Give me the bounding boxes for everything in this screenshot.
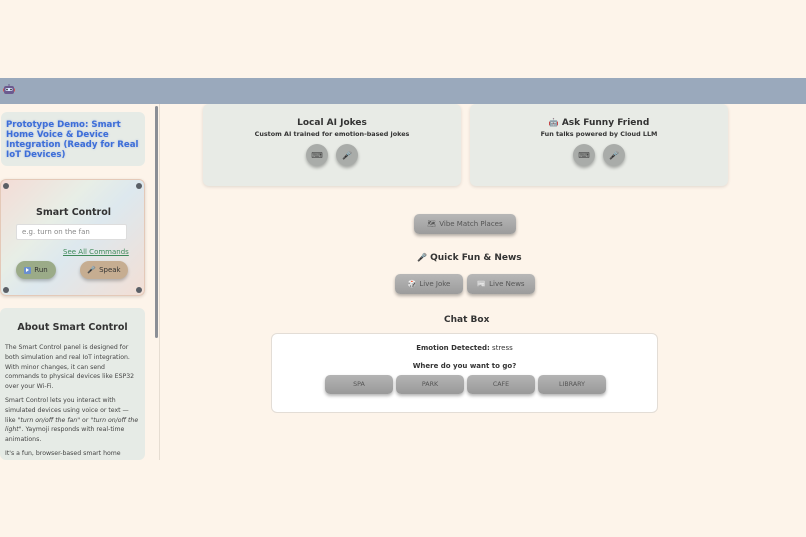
card-subtitle: Fun talks powered by Cloud LLM	[540, 130, 658, 138]
about-title: About Smart Control	[17, 322, 128, 333]
card-title: Local AI Jokes	[297, 118, 367, 128]
card-title: 🤖 Ask Funny Friend	[548, 118, 650, 128]
corner-dot	[136, 183, 142, 189]
keyboard-icon: ⌨	[578, 150, 590, 160]
keyboard-button[interactable]: ⌨	[573, 144, 595, 166]
command-input[interactable]	[16, 224, 127, 240]
corner-dot	[136, 287, 142, 293]
place-button-library[interactable]: LIBRARY	[538, 375, 606, 394]
place-button-cafe[interactable]: CAFE	[467, 375, 535, 394]
robot-face-icon[interactable]	[2, 83, 16, 97]
chat-box: Emotion Detected: stress Where do you wa…	[271, 333, 658, 413]
about-panel: About Smart Control The Smart Control pa…	[0, 308, 145, 460]
about-paragraph: The Smart Control panel is designed for …	[5, 344, 135, 391]
mic-button[interactable]: 🎤	[336, 144, 358, 166]
play-icon	[24, 266, 32, 274]
emotion-value: stress	[492, 344, 513, 352]
microphone-icon: 🎤	[417, 253, 427, 262]
newspaper-icon: 📰	[477, 280, 487, 288]
sidebar: Prototype Demo: Smart Home Voice & Devic…	[0, 104, 160, 460]
run-label: Run	[34, 266, 48, 274]
run-button[interactable]: Run	[16, 261, 56, 279]
top-bar	[0, 78, 806, 104]
vibe-match-places-button[interactable]: 🗺 Vibe Match Places	[414, 214, 516, 234]
keyboard-icon: ⌨	[311, 150, 323, 160]
map-icon: 🗺	[427, 220, 437, 228]
microphone-icon: 🎤	[609, 150, 619, 160]
corner-dot	[3, 287, 9, 293]
live-news-button[interactable]: 📰 Live News	[467, 274, 535, 294]
speak-button[interactable]: 🎤 Speak	[80, 261, 128, 279]
place-button-spa[interactable]: SPA	[325, 375, 393, 394]
local-ai-jokes-card: Local AI Jokes Custom AI trained for emo…	[203, 104, 461, 186]
smart-control-title: Smart Control	[36, 207, 111, 218]
quick-fun-title: 🎤 Quick Fun & News	[417, 253, 522, 263]
promo-text: Prototype Demo: Smart Home Voice & Devic…	[6, 120, 139, 160]
see-all-commands-link[interactable]: See All Commands	[63, 248, 129, 256]
emotion-detected: Emotion Detected: stress	[416, 344, 513, 352]
live-joke-button[interactable]: 🎲 Live Joke	[395, 274, 463, 294]
dice-icon: 🎲	[407, 280, 417, 288]
sidebar-scrollbar[interactable]	[155, 106, 158, 338]
microphone-icon: 🎤	[87, 266, 97, 274]
microphone-icon: 🎤	[342, 150, 352, 160]
speak-label: Speak	[99, 266, 121, 274]
robot-face-icon: 🤖	[548, 118, 559, 127]
place-button-park[interactable]: PARK	[396, 375, 464, 394]
keyboard-button[interactable]: ⌨	[306, 144, 328, 166]
chat-box-title: Chat Box	[444, 315, 490, 325]
where-prompt: Where do you want to go?	[412, 362, 517, 370]
app-area: Prototype Demo: Smart Home Voice & Devic…	[0, 104, 806, 460]
corner-dot	[3, 183, 9, 189]
about-paragraph: Smart Control lets you interact with sim…	[5, 396, 139, 444]
promo-banner: Prototype Demo: Smart Home Voice & Devic…	[1, 112, 145, 166]
card-subtitle: Custom AI trained for emotion-based joke…	[254, 130, 410, 138]
about-paragraph: It's a fun, browser-based smart home sim…	[5, 449, 129, 460]
ask-funny-friend-card: 🤖 Ask Funny Friend Fun talks powered by …	[470, 104, 728, 186]
smart-control-panel: Smart Control See All Commands Run 🎤 Spe…	[0, 179, 145, 296]
mic-button[interactable]: 🎤	[603, 144, 625, 166]
